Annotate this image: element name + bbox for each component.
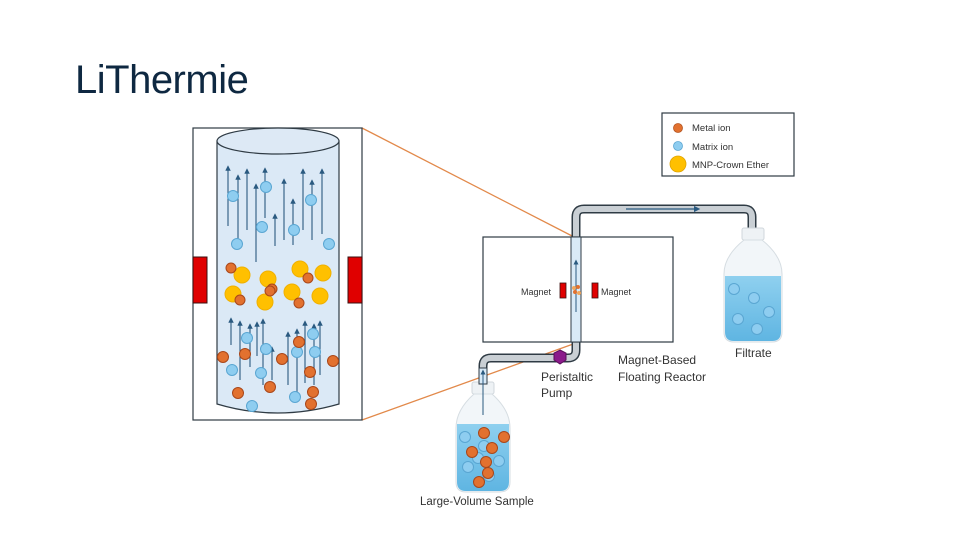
magnet-left-large bbox=[192, 256, 208, 304]
matrix-ion bbox=[763, 306, 775, 318]
metal-ion bbox=[307, 386, 319, 398]
sample-label: Large-Volume Sample bbox=[420, 496, 534, 508]
matrix-ion bbox=[748, 292, 760, 304]
legend-metal-ion-label: Metal ion bbox=[692, 123, 731, 134]
magnet-right-small bbox=[591, 282, 599, 299]
metal-ion bbox=[486, 442, 498, 454]
metal-ion bbox=[473, 476, 485, 488]
matrix-ion bbox=[246, 400, 258, 412]
matrix-ion bbox=[493, 455, 505, 467]
captured-particles bbox=[572, 285, 581, 295]
matrix-ion bbox=[260, 181, 272, 193]
floating-reactor: Magnet Magnet bbox=[482, 236, 674, 343]
mnp-crown-ether bbox=[256, 293, 274, 311]
matrix-ion bbox=[255, 367, 267, 379]
zoom-line-top bbox=[361, 127, 577, 239]
legend-mnp-label: MNP-Crown Ether bbox=[692, 160, 769, 171]
metal-ion bbox=[264, 381, 276, 393]
matrix-ion bbox=[309, 346, 321, 358]
metal-ion bbox=[305, 398, 317, 410]
matrix-ion bbox=[289, 391, 301, 403]
metal-ion bbox=[327, 355, 339, 367]
metal-ion-bound bbox=[234, 294, 246, 306]
mnp-crown-ether bbox=[283, 283, 301, 301]
filtrate-bottle bbox=[723, 227, 783, 343]
mnp-crown-ether bbox=[291, 260, 309, 278]
magnet-right-label: Magnet bbox=[601, 287, 632, 297]
mnp-crown-ether bbox=[233, 266, 251, 284]
metal-ion-bound bbox=[302, 272, 314, 284]
filtrate-bottle-cap bbox=[741, 227, 765, 241]
filtrate-particles bbox=[728, 283, 775, 335]
magnet-right-large bbox=[347, 256, 363, 304]
matrix-ion bbox=[462, 461, 474, 473]
sample-bottle bbox=[455, 367, 511, 493]
filtrate-label: Filtrate bbox=[735, 346, 772, 360]
matrix-ion bbox=[291, 346, 303, 358]
matrix-ion bbox=[226, 364, 238, 376]
matrix-ion bbox=[260, 343, 272, 355]
mnp-crown-ether bbox=[311, 287, 329, 305]
metal-ion-bound bbox=[293, 297, 305, 309]
reactor-label-line1: Magnet-Based bbox=[618, 353, 696, 367]
sample-particles bbox=[459, 427, 510, 488]
metal-ion bbox=[498, 431, 510, 443]
metal-ion bbox=[480, 456, 492, 468]
reactor-label-line2: Floating Reactor bbox=[618, 370, 706, 384]
peristaltic-pump-icon bbox=[553, 349, 567, 365]
matrix-ion bbox=[728, 283, 740, 295]
metal-ion bbox=[239, 348, 251, 360]
pump-label-line2: Pump bbox=[541, 386, 573, 400]
metal-ion bbox=[466, 446, 478, 458]
legend-matrix-ion-label: Matrix ion bbox=[692, 142, 733, 153]
metal-ion bbox=[478, 427, 490, 439]
matrix-ion bbox=[256, 221, 268, 233]
legend-matrix-ion-icon bbox=[673, 141, 683, 151]
enlarged-column-view bbox=[192, 127, 363, 421]
legend-metal-ion-icon bbox=[673, 123, 683, 133]
metal-ion bbox=[276, 353, 288, 365]
slide-title: LiThermie bbox=[75, 58, 249, 102]
matrix-ion bbox=[305, 194, 317, 206]
matrix-ion bbox=[323, 238, 335, 250]
matrix-ion bbox=[241, 332, 253, 344]
matrix-ion bbox=[751, 323, 763, 335]
pump-label-line1: Peristaltic bbox=[541, 370, 593, 384]
matrix-ion bbox=[227, 190, 239, 202]
legend-mnp-icon bbox=[669, 155, 687, 173]
cylinder-top bbox=[216, 127, 340, 155]
matrix-ion bbox=[231, 238, 243, 250]
metal-ion bbox=[232, 387, 244, 399]
metal-ion bbox=[482, 467, 494, 479]
legend: Metal ion Matrix ion MNP-Crown Ether bbox=[661, 112, 795, 177]
magnet-left-label: Magnet bbox=[521, 287, 552, 297]
matrix-ion bbox=[732, 313, 744, 325]
metal-ion bbox=[304, 366, 316, 378]
metal-ion-bound bbox=[264, 285, 276, 297]
matrix-ion bbox=[459, 431, 471, 443]
matrix-ion bbox=[288, 224, 300, 236]
particles bbox=[217, 181, 339, 412]
magnet-left-small bbox=[559, 282, 567, 299]
mnp-crown-ether bbox=[314, 264, 332, 282]
metal-ion bbox=[217, 351, 229, 363]
metal-ion bbox=[293, 336, 305, 348]
matrix-ion bbox=[307, 328, 319, 340]
metal-ion-bound bbox=[225, 262, 237, 274]
